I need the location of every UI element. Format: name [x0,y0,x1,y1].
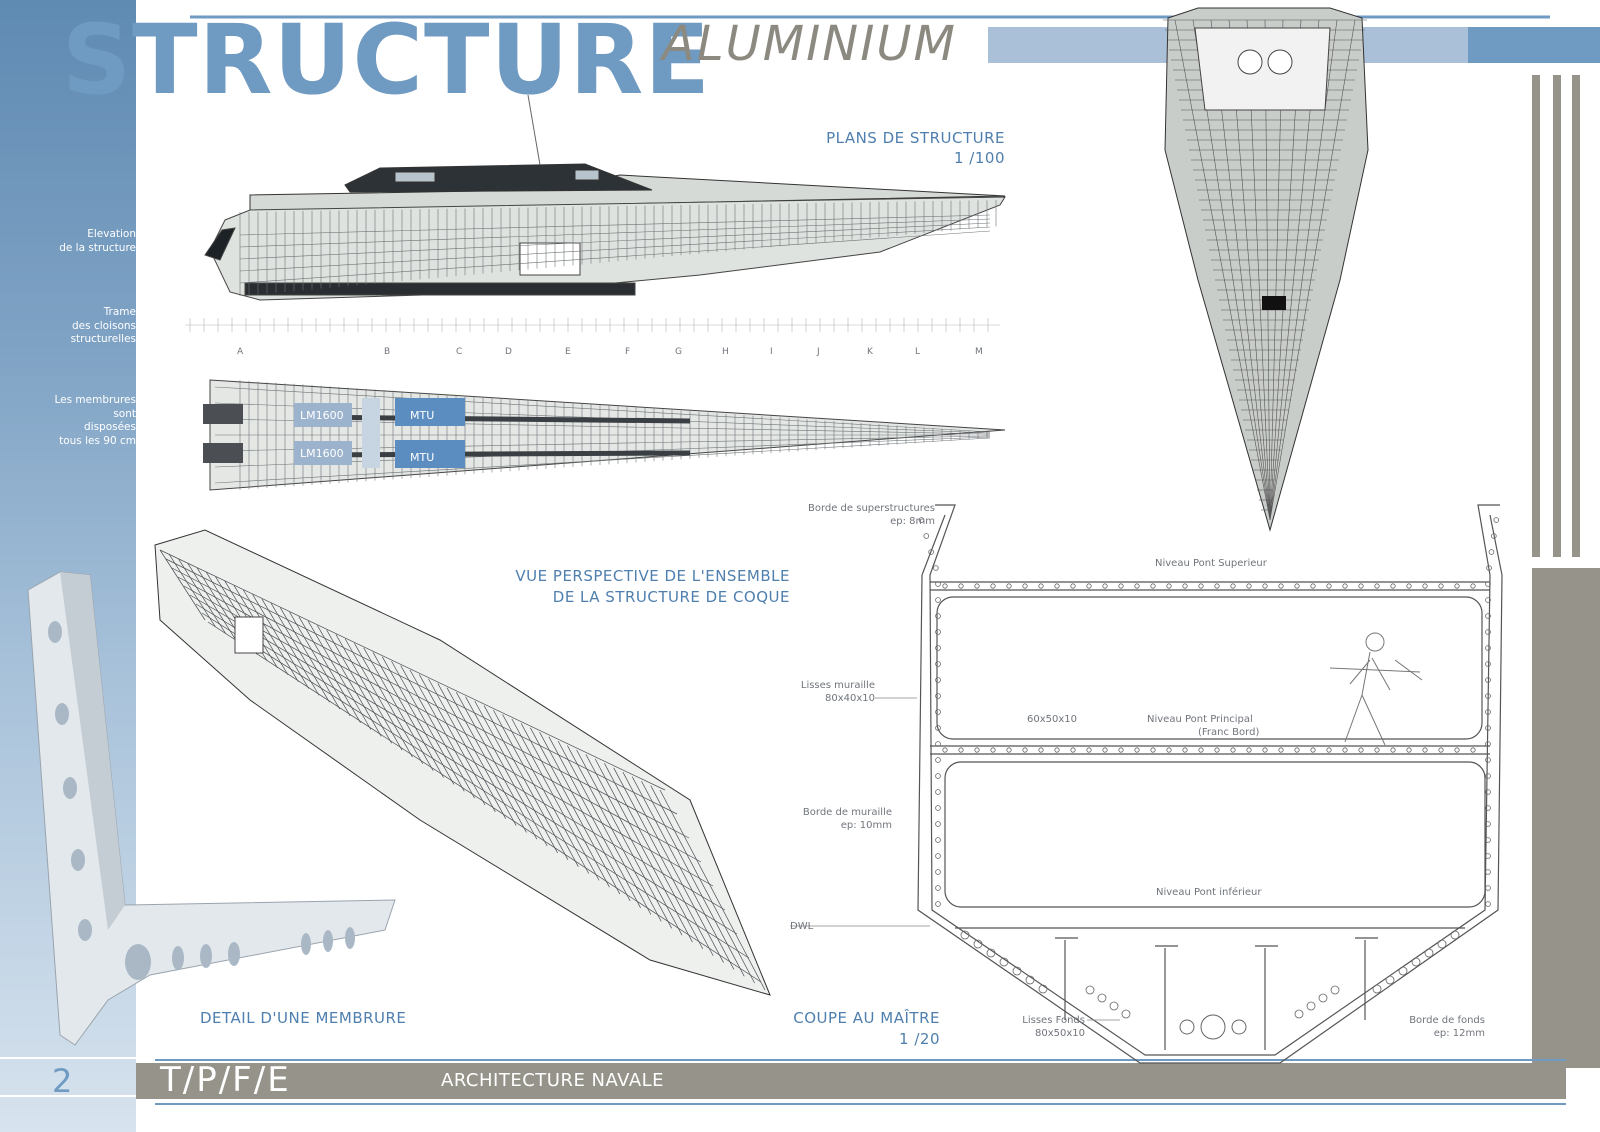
frame-letter: B [384,347,391,357]
borde-muraille-label: Borde de muraille [802,807,892,818]
hull-profile [204,196,1006,301]
frame-letter: A [237,347,244,357]
borde-fonds-ep: ep: 12mm [1433,1028,1485,1039]
franc-bord-label: (Franc Bord) [1198,727,1260,738]
page-title: STRUCTURE [62,4,711,116]
perspective-title-line2: DE LA STRUCTURE DE COQUE [552,588,790,606]
lisses-muraille-dim: 80x40x10 [824,693,875,704]
frame-letter: D [505,347,512,357]
frame-letter: G [675,347,682,357]
frame-letter: L [915,347,921,357]
frame-letter: E [565,347,571,357]
page-subtitle: ALUMINIUM [662,16,957,72]
borde-fonds-label: Borde de fonds [1409,1015,1485,1026]
mtu-label-2: MTU [410,451,435,464]
sidebar-note-trame: Trame des cloisons structurelles [70,306,136,345]
footer-brand: T/P/F/E [160,1060,291,1100]
frame-letter: H [722,347,729,357]
perspective-title-line1: VUE PERSPECTIVE DE L'ENSEMBLE [515,567,790,585]
borde-muraille-ep: ep: 10mm [840,820,892,831]
frame-scale [185,318,1000,332]
frame-letter: K [867,347,873,357]
page-number: 2 [52,1062,73,1100]
detail-title: DETAIL D'UNE MEMBRURE [200,1009,407,1027]
footer-subject: ARCHITECTURE NAVALE [441,1070,665,1091]
footer-band [136,1063,1566,1099]
frame-letter: F [625,347,631,357]
borde-superstructures-ep: ep: 8mm [890,516,935,527]
lisses-muraille-label: Lisses muraille [800,680,875,691]
superstructure [249,94,1006,213]
plans-scale: 1 /100 [954,149,1005,167]
human-figure [1329,632,1423,746]
lisses-fonds-dim: 80x50x10 [1034,1028,1085,1039]
section-scale: 1 /20 [899,1030,940,1048]
section-title: COUPE AU MAÎTRE [793,1009,940,1027]
borde-superstructures-label: Borde de superstructures [807,503,935,514]
frame-lines [239,200,997,296]
dwl-label: DWL [790,921,814,932]
engine-label-1: LM1600 [300,409,344,422]
plans-title: PLANS DE STRUCTURE [826,129,1005,147]
sidebar-note-elevation: Elevation de la structure [59,228,136,254]
frame-letter: C [456,347,463,357]
frame-letter: M [975,347,983,357]
dim-60-label: 60x50x10 [1027,714,1078,725]
lisses-fonds-label: Lisses Fonds [1022,1015,1085,1026]
engine-label-2: LM1600 [300,447,344,460]
niveau-inferieur-label: Niveau Pont inférieur [1156,887,1262,898]
frame-letter: J [817,347,820,357]
niveau-superieur-label: Niveau Pont Superieur [1155,558,1267,569]
niveau-principal-label: Niveau Pont Principal [1147,714,1253,725]
mtu-label-1: MTU [410,409,435,422]
sidebar-note-membrures: Les membrures sont disposées tous les 90… [54,394,136,447]
frame-letter: I [770,347,773,357]
